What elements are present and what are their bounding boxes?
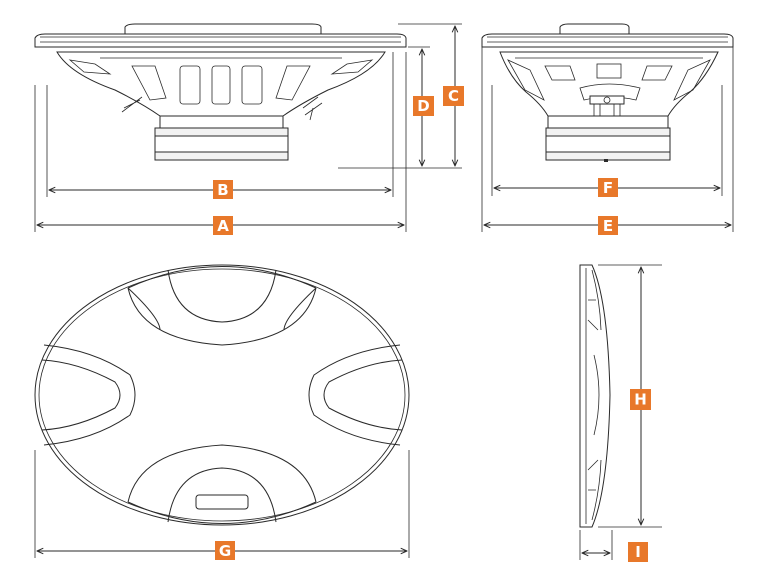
dimension-h: H: [598, 264, 662, 528]
dimension-d-label: D: [417, 97, 429, 115]
front-view-grille: [34, 264, 410, 526]
dimension-i: I: [579, 530, 648, 562]
dimension-f-label: F: [603, 179, 613, 197]
dimension-d-badge: [413, 96, 434, 116]
dimension-b-badge: [213, 180, 233, 199]
dimension-f: F: [491, 85, 723, 197]
side-view-long: [34, 23, 407, 161]
dimension-d: D: [408, 46, 434, 166]
dimension-h-label: H: [634, 391, 647, 409]
dimension-c-badge: [443, 86, 464, 106]
dimension-g: G: [34, 450, 410, 560]
dimension-e-label: E: [603, 217, 613, 235]
dimension-h-badge: [630, 389, 651, 410]
dimension-a: A: [34, 52, 407, 235]
dimension-e: E: [481, 47, 734, 235]
dimension-g-badge: [215, 541, 235, 560]
dimension-b: B: [46, 52, 394, 199]
dimension-c-label: C: [448, 87, 459, 105]
dimension-i-label: I: [635, 543, 641, 561]
dimension-a-label: A: [217, 217, 229, 235]
profile-view: [579, 264, 611, 528]
dimension-c: C: [338, 23, 464, 169]
dimension-i-badge: [628, 542, 648, 562]
dimension-f-badge: [598, 178, 618, 197]
side-view-short: [481, 23, 734, 162]
dimension-e-badge: [598, 216, 618, 235]
dimension-b-label: B: [217, 181, 228, 199]
dimension-g-label: G: [219, 542, 231, 560]
dimension-a-badge: [213, 216, 233, 235]
